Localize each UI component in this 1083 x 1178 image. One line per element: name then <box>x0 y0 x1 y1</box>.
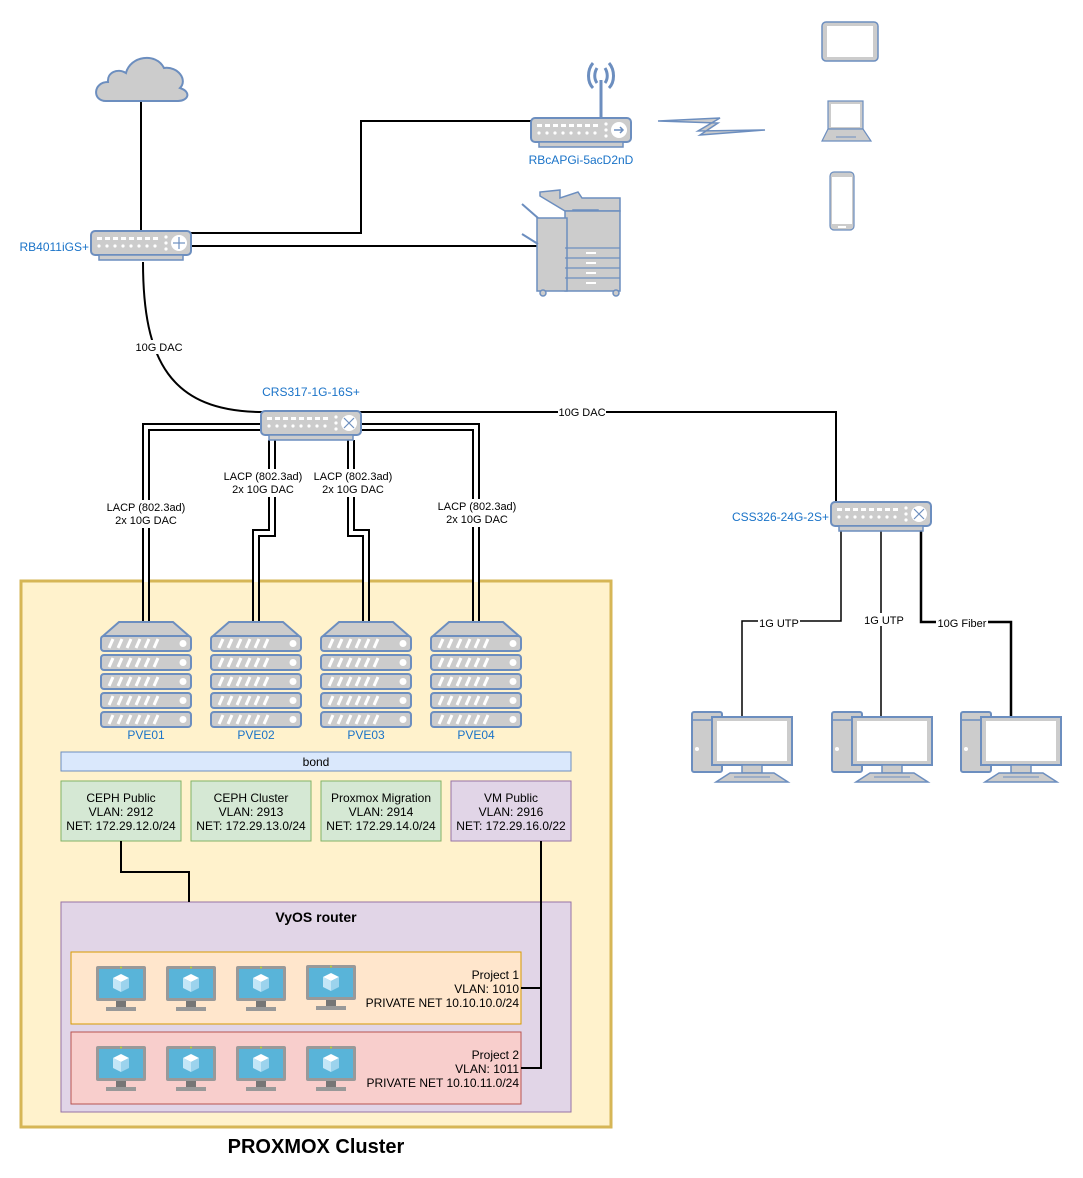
svg-text:PRIVATE NET 10.10.10.0/24: PRIVATE NET 10.10.10.0/24 <box>366 996 520 1010</box>
wireless-link-icon <box>657 117 766 136</box>
svg-text:Project 1: Project 1 <box>472 968 520 982</box>
smartphone-icon <box>829 171 855 231</box>
svg-text:VLAN: 2914: VLAN: 2914 <box>349 805 414 819</box>
link-label-coreswitch-accessswitch: 10G DAC <box>558 407 605 419</box>
svg-text:NET: 172.29.16.0/22: NET: 172.29.16.0/22 <box>456 819 566 833</box>
laptop-icon <box>821 100 873 142</box>
node-label: PVE02 <box>237 728 275 742</box>
svg-text:VLAN: 1011: VLAN: 1011 <box>455 1062 519 1076</box>
svg-text:2x 10G DAC: 2x 10G DAC <box>322 484 384 496</box>
core-switch-label: CRS317-1G-16S+ <box>262 385 360 399</box>
cloud-icon <box>95 57 189 102</box>
node-pve01[interactable] <box>99 620 193 729</box>
link-label-router-coreswitch: 10G DAC <box>135 342 182 354</box>
svg-text:Proxmox Migration: Proxmox Migration <box>331 791 431 805</box>
access-switch-label: CSS326-24G-2S+ <box>732 510 829 524</box>
lacp-label-pve01: LACP (802.3ad) 2x 10G DAC <box>104 500 188 528</box>
link-label-ws3: 10G Fiber <box>938 618 987 630</box>
wire-cephpublic-vyos <box>120 841 190 902</box>
cluster-title: PROXMOX Cluster <box>228 1136 405 1158</box>
router-icon <box>173 237 185 249</box>
project-2-container: Project 2 VLAN: 1011 PRIVATE NET 10.10.1… <box>70 1031 522 1105</box>
lacp-label-pve04: LACP (802.3ad) 2x 10G DAC <box>435 499 519 527</box>
server-icon <box>319 620 413 729</box>
link-label-ws1: 1G UTP <box>759 618 799 630</box>
access-point-label: RBcAPGi-5acD2nD <box>529 153 634 167</box>
svg-text:LACP (802.3ad): LACP (802.3ad) <box>438 501 517 513</box>
access-point[interactable] <box>530 62 632 148</box>
workstation[interactable] <box>691 711 793 783</box>
svg-text:LACP (802.3ad): LACP (802.3ad) <box>314 471 393 483</box>
node-label: PVE03 <box>347 728 385 742</box>
switch-icon <box>343 417 355 429</box>
core-router-label: RB4011iGS+ <box>20 240 90 254</box>
switch-icon <box>913 508 925 520</box>
svg-text:2x 10G DAC: 2x 10G DAC <box>446 514 508 526</box>
server-icon <box>209 620 303 729</box>
bond-bar <box>60 751 572 772</box>
svg-text:VM Public: VM Public <box>484 791 538 805</box>
wireless-router-icon <box>614 126 625 134</box>
lacp-label-pve03: LACP (802.3ad) 2x 10G DAC <box>311 469 395 497</box>
pc-icon <box>831 711 933 783</box>
node-label: PVE04 <box>457 728 495 742</box>
link-label-ws2: 1G UTP <box>864 615 904 627</box>
lacp-link-pve04 <box>360 423 480 625</box>
svg-text:VLAN: 1010: VLAN: 1010 <box>454 982 519 996</box>
access-switch[interactable] <box>830 501 932 532</box>
svg-text:PRIVATE NET 10.10.11.0/24: PRIVATE NET 10.10.11.0/24 <box>366 1076 519 1090</box>
node-pve02[interactable] <box>209 620 303 729</box>
wire-router-ap <box>190 120 531 234</box>
vlan-box-proxmox-migration: Proxmox Migration VLAN: 2914 NET: 172.29… <box>320 780 442 842</box>
project-1-container: Project 1 VLAN: 1010 PRIVATE NET 10.10.1… <box>70 951 522 1025</box>
node-label: PVE01 <box>127 728 165 742</box>
svg-text:NET: 172.29.13.0/24: NET: 172.29.13.0/24 <box>196 819 306 833</box>
lacp-link-pve01 <box>142 423 263 625</box>
workstation[interactable] <box>960 711 1062 783</box>
svg-text:VLAN: 2912: VLAN: 2912 <box>89 805 154 819</box>
svg-text:2x 10G DAC: 2x 10G DAC <box>115 515 177 527</box>
vlan-box-ceph-public: CEPH Public VLAN: 2912 NET: 172.29.12.0/… <box>60 780 182 842</box>
svg-text:CEPH Cluster: CEPH Cluster <box>214 791 289 805</box>
vlan-box-vm-public: VM Public VLAN: 2916 NET: 172.29.16.0/22 <box>450 780 572 842</box>
workstation[interactable] <box>831 711 933 783</box>
svg-text:NET: 172.29.12.0/24: NET: 172.29.12.0/24 <box>66 819 176 833</box>
tablet-icon <box>821 21 879 62</box>
server-icon <box>429 620 523 729</box>
svg-text:NET: 172.29.14.0/24: NET: 172.29.14.0/24 <box>326 819 436 833</box>
pc-icon <box>691 711 793 783</box>
svg-text:VLAN: 2913: VLAN: 2913 <box>219 805 284 819</box>
wire-vmpublic-projects <box>521 841 542 1069</box>
server-icon <box>99 620 193 729</box>
svg-text:LACP (802.3ad): LACP (802.3ad) <box>224 471 303 483</box>
node-pve03[interactable] <box>319 620 413 729</box>
svg-text:LACP (802.3ad): LACP (802.3ad) <box>107 502 186 514</box>
vyos-router-label: VyOS router <box>275 909 357 925</box>
vlan-box-ceph-cluster: CEPH Cluster VLAN: 2913 NET: 172.29.13.0… <box>190 780 312 842</box>
svg-text:Project 2: Project 2 <box>472 1048 520 1062</box>
core-switch[interactable] <box>260 410 362 441</box>
bond-label: bond <box>303 755 330 769</box>
node-pve04[interactable] <box>429 620 523 729</box>
pc-icon <box>960 711 1062 783</box>
wire-coreswitch-accessswitch <box>360 411 837 502</box>
svg-text:VLAN: 2916: VLAN: 2916 <box>479 805 544 819</box>
svg-text:CEPH Public: CEPH Public <box>86 791 155 805</box>
lacp-label-pve02: LACP (802.3ad) 2x 10G DAC <box>221 469 305 497</box>
core-router[interactable] <box>90 230 192 261</box>
wire-router-coreswitch <box>142 261 264 413</box>
printer-icon <box>521 189 621 297</box>
svg-text:2x 10G DAC: 2x 10G DAC <box>232 484 294 496</box>
